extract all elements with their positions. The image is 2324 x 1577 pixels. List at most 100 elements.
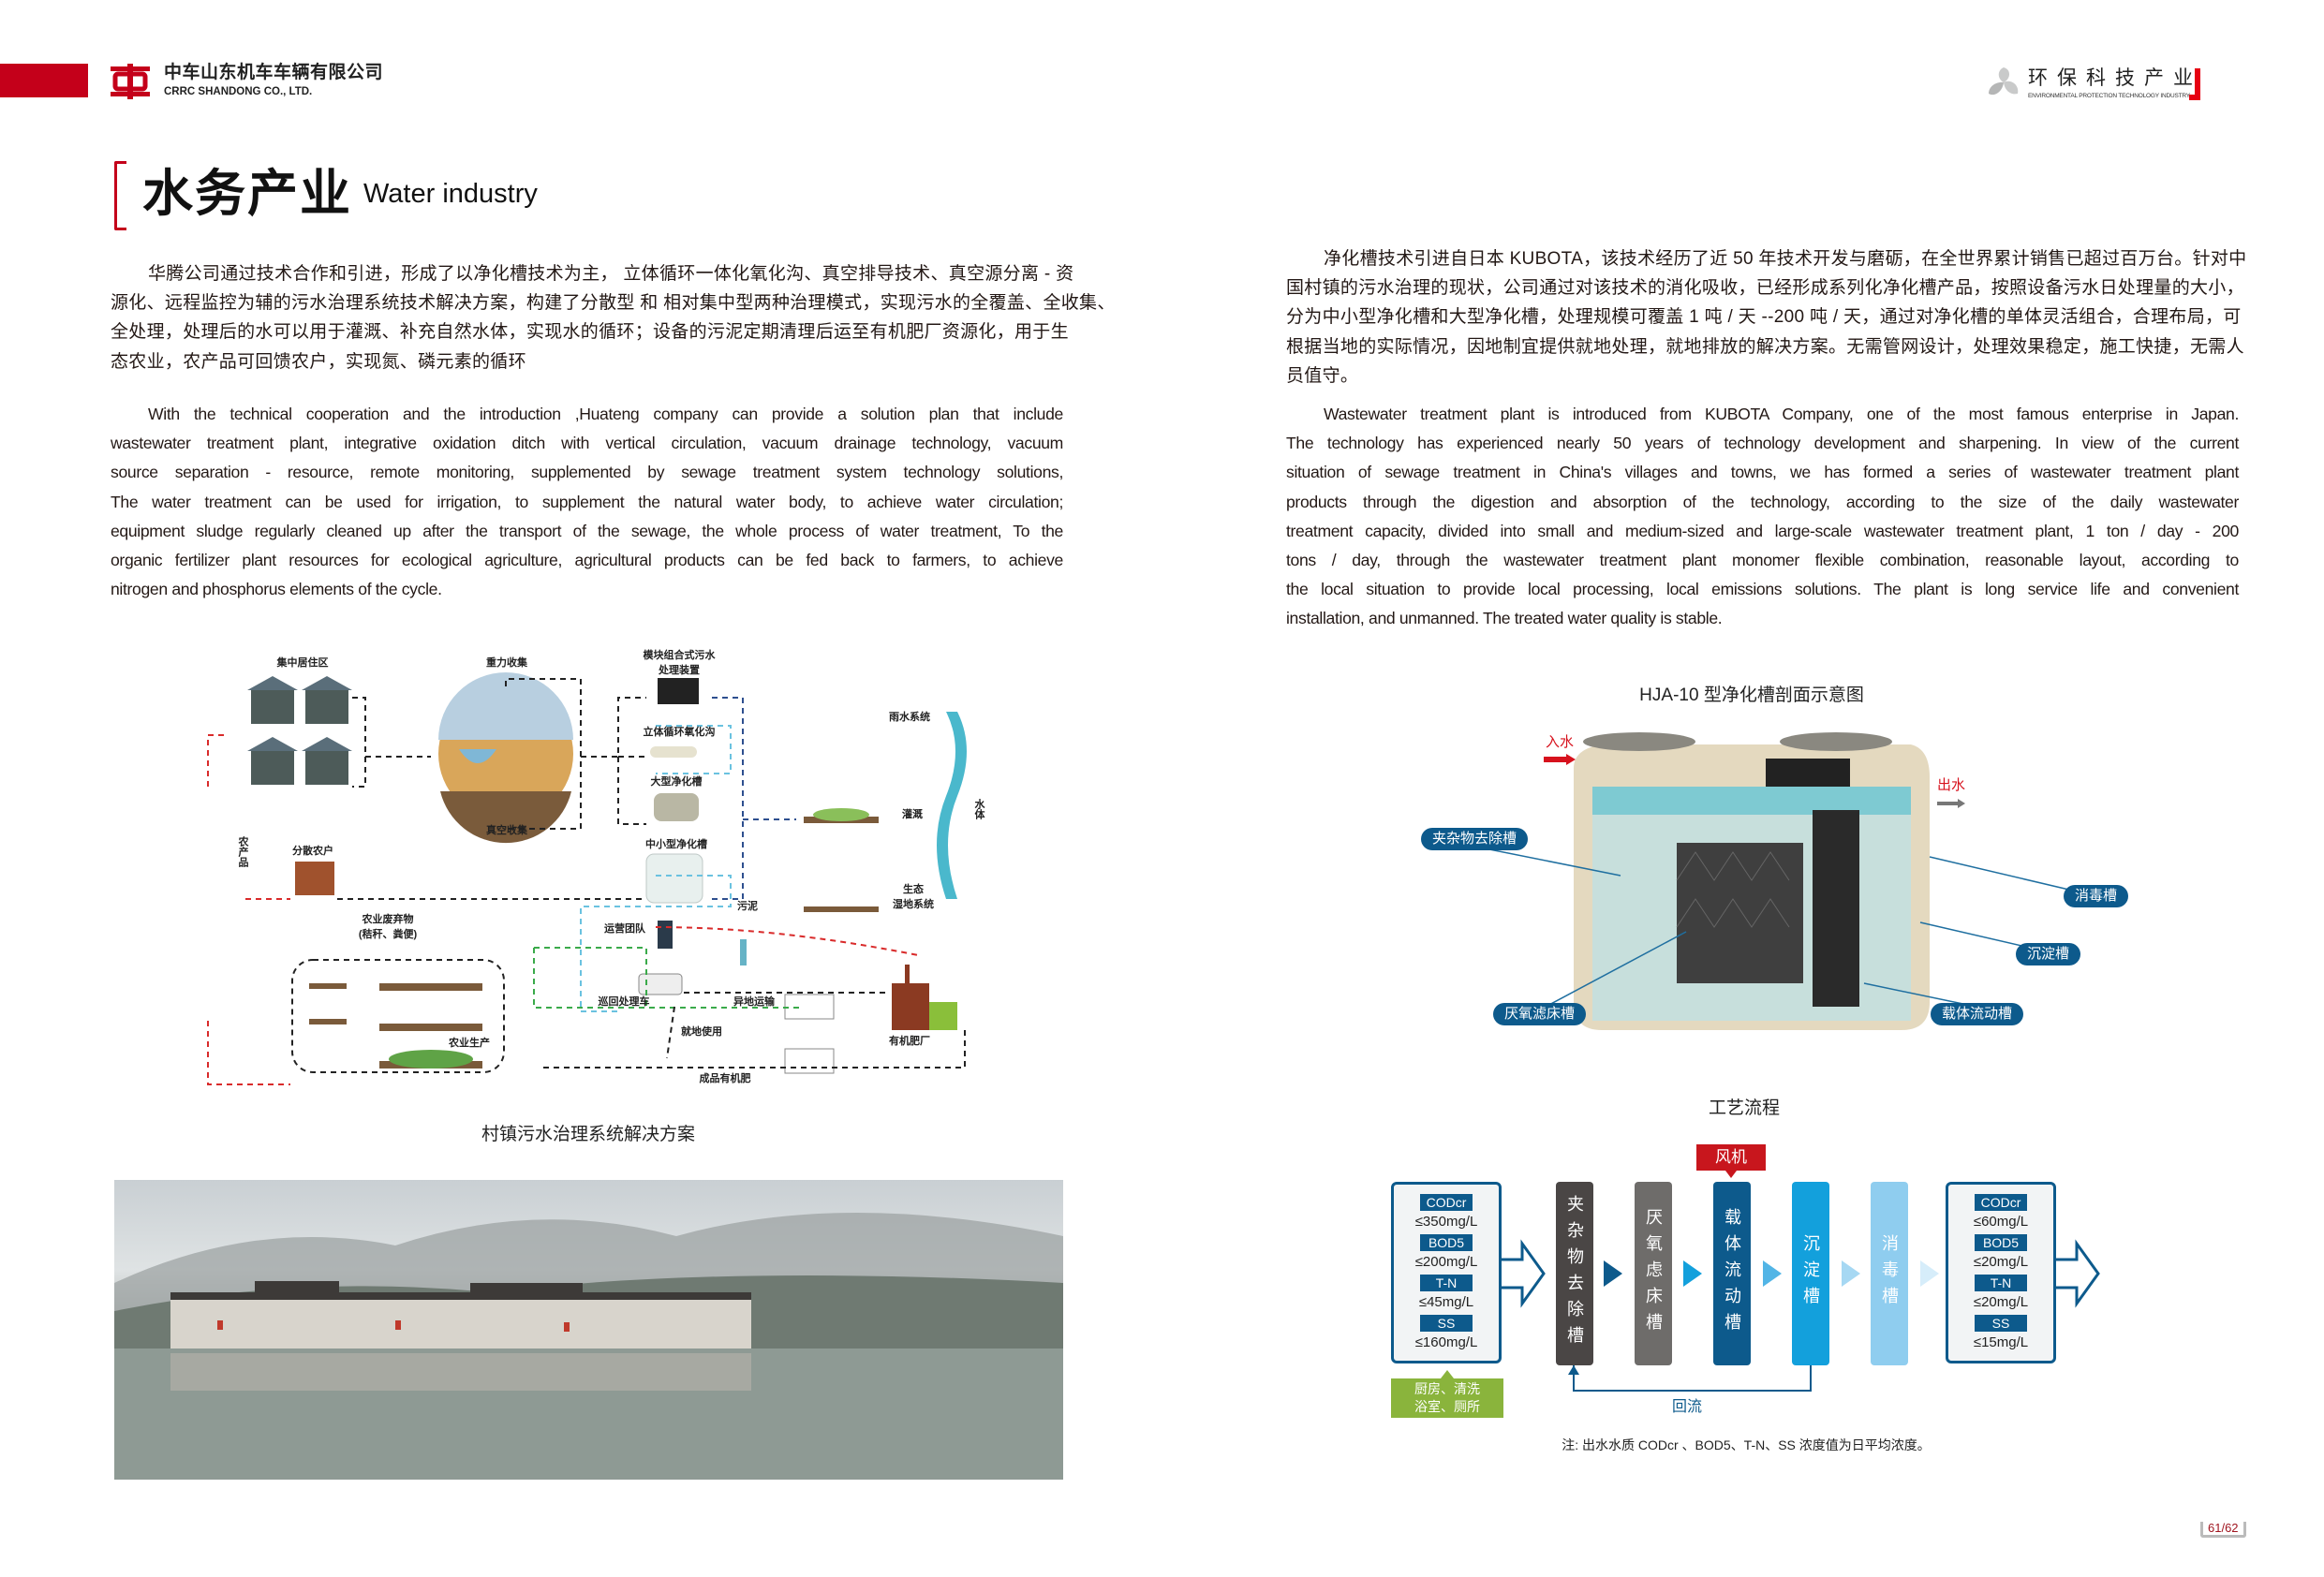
source-badge: 厨房、清洗 浴室、厕所 — [1391, 1378, 1503, 1418]
water-body-river — [937, 712, 967, 899]
label-agri: 农业生产 — [449, 1038, 490, 1049]
tank-title: HJA-10 型净化槽剖面示意图 — [1639, 685, 1864, 705]
inflow-value: ≤45mg/L — [1418, 1294, 1474, 1311]
inflow-value: ≤160mg/L — [1414, 1334, 1478, 1351]
text-line: 净化槽技术引进自日本 KUBOTA，该技术经历了近 50 年技术开发与磨砺，在全… — [1324, 249, 2247, 269]
houses-icon — [247, 676, 352, 785]
label-wetland-2: 湿地系统 — [893, 899, 934, 910]
flow-arrow-icon — [1683, 1260, 1702, 1287]
tank-label-anaerobic-filter: 厌氧滤床槽 — [1493, 1003, 1587, 1025]
text-line: installation, and unmanned. The treated … — [1286, 609, 1723, 628]
inflow-quality-box: CODcr ≤350mg/L BOD5 ≤200mg/L T-N ≤45mg/L… — [1391, 1182, 1502, 1363]
blower-badge: 风机 — [1696, 1144, 1766, 1171]
outflow-quality-box: CODcr ≤60mg/L BOD5 ≤20mg/L T-N ≤20mg/L S… — [1946, 1182, 2056, 1363]
label-transport: 异地运输 — [733, 996, 775, 1008]
source-line: 浴室、厕所 — [1414, 1399, 1480, 1414]
label-local-use: 就地使用 — [681, 1026, 722, 1038]
text-line: 根据当地的实际情况，因地制宜提供就地处理，就地排放的解决方案。无需管网设计，处理… — [1286, 336, 2244, 357]
text-line: 分为中小型净化槽和大型净化槽，处理规模可覆盖 1 吨 / 天 --200 吨 /… — [1286, 307, 2242, 328]
text-line: equipment sludge regularly cleaned up af… — [111, 521, 1063, 540]
inflow-tag: SS — [1420, 1314, 1473, 1332]
return-flow-label: 回流 — [1672, 1399, 1703, 1415]
tank-label-carrier-flow: 载体流动槽 — [1931, 1003, 2024, 1025]
text-line: situation of sewage treatment in China's… — [1286, 463, 2239, 482]
outflow-tag: T-N — [1975, 1274, 2027, 1291]
label-fertilizer-plant: 有机肥厂 — [889, 1036, 930, 1047]
label-gravity: 重力收集 — [486, 657, 527, 669]
label-wetland: 生态 — [903, 884, 924, 895]
text-line: 全处理，处理后的水可以用于灌溉、补充自然水体，实现水的循环；设备的污泥定期清理后… — [111, 322, 1069, 343]
right-en-paragraph: Wastewater treatment plant is introduced… — [1286, 400, 2239, 634]
label-modular-2: 处理装置 — [659, 665, 700, 676]
label-waste-2: (秸秆、粪便) — [358, 929, 418, 940]
flow-arrow-icon — [1842, 1260, 1860, 1287]
label-rain: 雨水系统 — [889, 712, 930, 723]
eco-leaf-logo-icon — [1989, 67, 2019, 96]
inflow-tag: T-N — [1420, 1274, 1473, 1291]
label-product-fertilizer: 成品有机肥 — [699, 1073, 751, 1084]
inflow-tag: CODcr — [1420, 1193, 1473, 1211]
text-line: source separation - resource, remote mon… — [111, 463, 1063, 482]
field-icons — [309, 808, 879, 1069]
process-title: 工艺流程 — [1708, 1098, 1781, 1118]
text-line: tons / day, through the wastewater treat… — [1286, 550, 2239, 569]
outflow-value: ≤20mg/L — [1973, 1254, 2029, 1271]
text-line: Wastewater treatment plant is introduced… — [1324, 405, 2239, 423]
inflow-value: ≤350mg/L — [1414, 1214, 1478, 1231]
text-line: The technology has experienced nearly 50… — [1286, 434, 2239, 453]
village-photo — [114, 1180, 1063, 1480]
label-ops-team: 运营团队 — [604, 923, 645, 935]
text-line: the local situation to provide local pro… — [1286, 580, 2239, 599]
diagram-caption: 村镇污水治理系统解决方案 — [481, 1125, 696, 1144]
label-irrigation: 灌溉 — [902, 809, 923, 820]
outflow-tag: CODcr — [1975, 1193, 2027, 1211]
right-cn-paragraph: 净化槽技术引进自日本 KUBOTA，该技术经历了近 50 年技术开发与磨砺，在全… — [1286, 244, 2247, 391]
text-line: 员值守。 — [1286, 365, 1359, 386]
label-vacuum: 真空收集 — [486, 825, 527, 836]
label-farm-products: 农产品 — [237, 836, 248, 867]
sewage-solution-diagram — [207, 672, 967, 1085]
crrc-logo-icon — [111, 64, 150, 99]
page-title-cn: 水务产业 — [142, 166, 352, 222]
title-bracket — [114, 161, 126, 230]
flow-lines — [207, 678, 966, 1085]
section-title-cn: 环保科技产业 — [2028, 67, 2202, 89]
text-line: organic fertilizer plant resources for e… — [111, 550, 1063, 569]
stage-anaerobic: 厌氧虑床槽 — [1635, 1182, 1672, 1365]
text-line: 态农业，农产品可回馈农户，实现氮、磷元素的循环 — [111, 351, 526, 372]
outflow-tag: BOD5 — [1975, 1233, 2027, 1251]
flow-arrow-icon — [1604, 1260, 1622, 1287]
corner-mark — [2189, 68, 2200, 100]
inflow-tag: BOD5 — [1420, 1233, 1473, 1251]
left-en-paragraph: With the technical cooperation and the i… — [111, 400, 1063, 604]
stage-disinfection: 消毒槽 — [1871, 1182, 1908, 1365]
stage-debris-removal: 夹杂物去除槽 — [1556, 1182, 1593, 1365]
text-line: 华腾公司通过技术合作和引进，形成了以净化槽技术为主， 立体循环一体化氧化沟、真空… — [148, 264, 1074, 284]
left-cn-paragraph: 华腾公司通过技术合作和引进，形成了以净化槽技术为主， 立体循环一体化氧化沟、真空… — [111, 259, 1116, 376]
text-line: With the technical cooperation and the i… — [148, 405, 1063, 423]
outlet-label: 出水 — [1937, 777, 1966, 793]
label-small-tank: 中小型净化槽 — [645, 839, 707, 850]
label-sludge: 污泥 — [737, 901, 758, 912]
label-modular: 模块组合式污水 — [643, 650, 716, 661]
text-line: nitrogen and phosphorus elements of the … — [111, 580, 442, 599]
gravity-vacuum-circle-icon — [438, 672, 573, 844]
outlet-arrow-icon — [1937, 799, 1965, 808]
flow-arrow-icon — [1763, 1260, 1782, 1287]
text-line: 源化、远程监控为辅的污水治理系统技术解决方案，构建了分散型 和 相对集中型两种治… — [111, 293, 1116, 314]
outflow-tag: SS — [1975, 1314, 2027, 1332]
outflow-value: ≤15mg/L — [1973, 1334, 2029, 1351]
outflow-value: ≤20mg/L — [1973, 1294, 2029, 1311]
company-name-en: CRRC SHANDONG CO., LTD. — [164, 86, 313, 97]
process-note: 注: 出水水质 CODcr 、BOD5、T-N、SS 浓度值为日平均浓度。 — [1562, 1437, 1931, 1452]
header-red-bar — [0, 64, 88, 97]
factory-icon — [892, 965, 957, 1030]
label-large-tank: 大型净化槽 — [650, 776, 703, 788]
text-line: treatment capacity, divided into small a… — [1286, 521, 2239, 540]
label-scattered: 分散农户 — [292, 846, 333, 857]
text-line: The water treatment can be used for irri… — [111, 492, 1063, 511]
text-line: products through the digestion and absor… — [1286, 492, 2239, 511]
label-water-body: 水体 — [973, 799, 984, 819]
tank-label-disinfection: 消毒槽 — [2064, 885, 2129, 907]
label-concentrated: 集中居住区 — [276, 657, 329, 669]
